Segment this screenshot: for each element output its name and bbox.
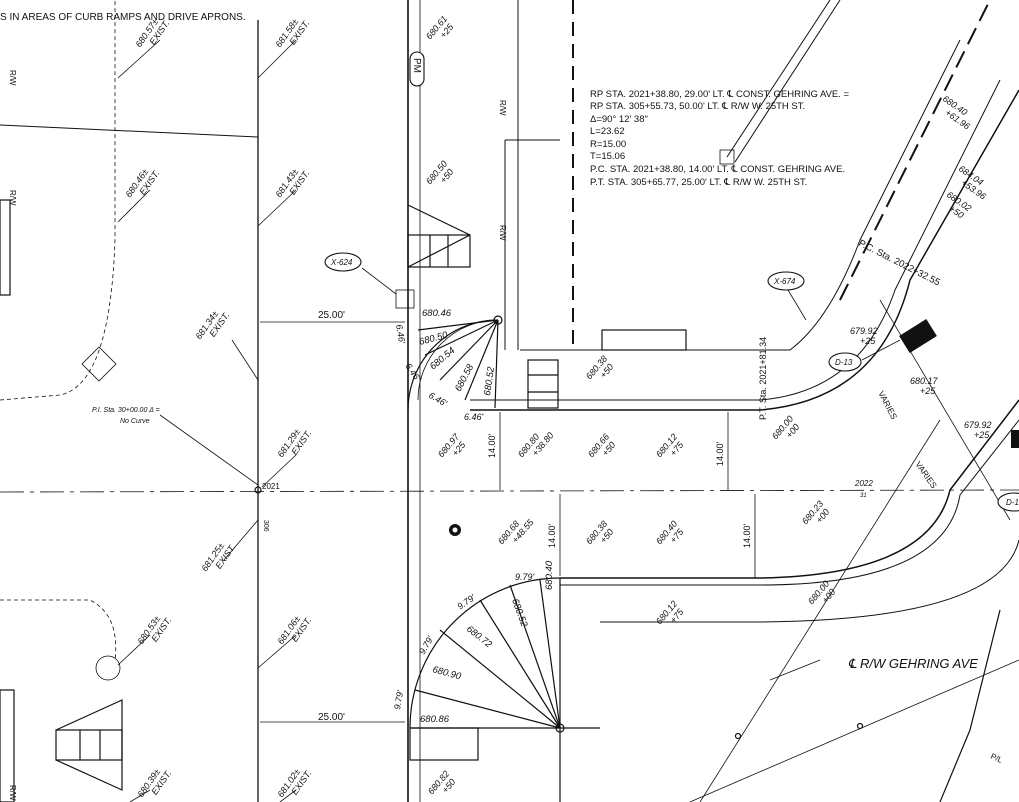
curve-data-line: T=15.06: [590, 151, 625, 162]
existing-elevation: 681.58±EXIST.: [273, 13, 311, 55]
rw-label: R/W: [8, 785, 17, 801]
tag-oval-d1: [997, 492, 1019, 512]
dim-979: 9.79': [392, 689, 405, 710]
tag-d13: D-13: [835, 358, 853, 367]
tag-x624: X-624: [330, 258, 353, 267]
station-elevation: 680.02+50: [939, 189, 973, 221]
curve-data-line: P.T. STA. 305+65.77, 25.00' LT. ℄ R/W W.…: [590, 177, 807, 188]
rw-label: R/W: [8, 70, 17, 86]
station-elevation: 680.17+25: [910, 376, 939, 396]
station-2022: 2022: [854, 479, 873, 488]
station-elevation: 679.92+25: [850, 326, 878, 346]
station-2021: 2021: [262, 482, 280, 491]
tag-oval-d13: [828, 352, 862, 372]
radial-elev: 680.40: [544, 560, 555, 590]
station-elevation: 679.92+25: [964, 420, 992, 440]
pi-note-line1: P.I. Sta. 30+00.00 Δ =: [92, 407, 160, 414]
station-elevation: 680.68+48.55: [496, 510, 536, 553]
tag-x674: X-674: [773, 277, 796, 286]
radial-elev: 680.90: [431, 664, 463, 682]
existing-elevation: 681.29±EXIST.: [275, 423, 313, 465]
pm-oval: [409, 51, 425, 87]
curve-data-line: R=15.00: [590, 139, 626, 150]
station-elevation: 680.40+75: [654, 519, 687, 553]
station-elevation: 680.38+50: [584, 354, 617, 388]
station-306: 306: [262, 520, 269, 532]
dimension-labels: 25.00' 25.00' 14.00' 14.00' 14.00' 14.00…: [318, 310, 752, 723]
pm-label: PM: [411, 58, 422, 73]
station-elevation: 680.80+38.80: [516, 424, 556, 466]
varies-label: VARIES: [913, 459, 939, 490]
curve-data-block: RP STA. 2021+38.80, 29.00' LT. ℄ CONST. …: [590, 89, 850, 188]
pi-note-line2: No Curve: [120, 418, 150, 425]
dim-979: 9.79': [455, 592, 477, 611]
dim-25-lower: 25.00': [318, 712, 345, 723]
tag-d1: D-1: [1006, 498, 1019, 507]
curve-data-line: P.C. STA. 2021+38.80, 14.00' LT. ℄ CONST…: [590, 164, 845, 175]
catch-basin-symbol-right: [1011, 430, 1019, 448]
station-elevation: 680.00+00: [770, 414, 803, 448]
dim-14: 14.00': [715, 441, 725, 466]
station-elevation: 680.97+25: [436, 431, 470, 466]
dim-646: 6.46': [394, 324, 407, 345]
station-elevation: 680.61+25: [424, 14, 457, 48]
existing-elevation: 681.43±EXIST.: [273, 163, 311, 205]
existing-elevation: 681.25±EXIST.: [199, 537, 237, 579]
station-elevation: 680.40+61.96: [935, 93, 977, 131]
radial-elev: 680.52: [509, 597, 530, 629]
tag-oval-x624: [324, 252, 362, 272]
existing-elevation: 681.34±EXIST.: [193, 305, 231, 347]
station-elevation: 680.82+50: [426, 769, 459, 802]
existing-elevation: 681.06±EXIST.: [275, 610, 313, 652]
curve-data-line: L=23.62: [590, 126, 625, 137]
station-elevation: 680.66+50: [586, 432, 619, 466]
curve-data-line: Δ=90° 12' 38": [590, 114, 648, 125]
dim-646: 6.46': [464, 412, 484, 422]
dim-25-upper: 25.00': [318, 310, 345, 321]
radial-elev: 680.86: [420, 714, 450, 725]
station-elevation: 680.23+00: [800, 499, 833, 533]
curve-data-line: RP STA. 2021+38.80, 29.00' LT. ℄ CONST. …: [590, 89, 850, 100]
top-note: S IN AREAS OF CURB RAMPS AND DRIVE APRON…: [0, 12, 246, 23]
tag-oval-x674: [767, 271, 805, 291]
existing-elevation: 680.46±EXIST.: [123, 163, 161, 205]
existing-elevation: 681.02±EXIST.: [275, 763, 313, 802]
radial-elev: 680.58: [453, 362, 477, 393]
station-elevation: 680.12+75: [654, 432, 687, 466]
radial-elev: 680.46: [422, 308, 452, 319]
dim-979: 9.79': [515, 572, 535, 582]
rw-label: R/W: [498, 100, 507, 116]
curve-data-line: RP STA. 305+55.73, 50.00' LT. ℄ R/W W. 2…: [590, 101, 805, 112]
dim-646: 6.46': [427, 390, 449, 408]
existing-elevation: 680.39±EXIST.: [135, 763, 173, 802]
radial-elev: 680.52: [482, 365, 497, 396]
station-elevation: 680.50+50: [424, 159, 457, 193]
station-elevation: 680.12+75: [654, 599, 687, 633]
radial-elev: 680.72: [464, 624, 494, 651]
dim-14: 14.00': [547, 523, 557, 548]
radial-elevations-lower: 680.86 680.90 680.72 680.52 680.40: [420, 560, 555, 725]
existing-elevation: 680.53±EXIST.: [135, 610, 173, 652]
gehring-rw-label: ℄ R/W GEHRING AVE: [848, 656, 978, 671]
dim-14: 14.00': [742, 523, 752, 548]
rw-label: R/W: [8, 190, 17, 206]
pl-label: P/L: [989, 752, 1004, 765]
catch-basin-symbol: [899, 319, 937, 353]
station-elevations: 680.61+25 680.50+50 680.97+25 680.80+38.80 6…: [424, 14, 992, 802]
rw-label: R/W: [498, 225, 507, 241]
varies-label: VARIES: [876, 389, 899, 421]
station-small: 31: [860, 493, 867, 499]
dim-14: 14.00': [487, 433, 497, 458]
pt-station-label: P.T. Sta. 2021+81.34: [758, 337, 768, 420]
station-elevation: 680.38+50: [584, 519, 617, 553]
